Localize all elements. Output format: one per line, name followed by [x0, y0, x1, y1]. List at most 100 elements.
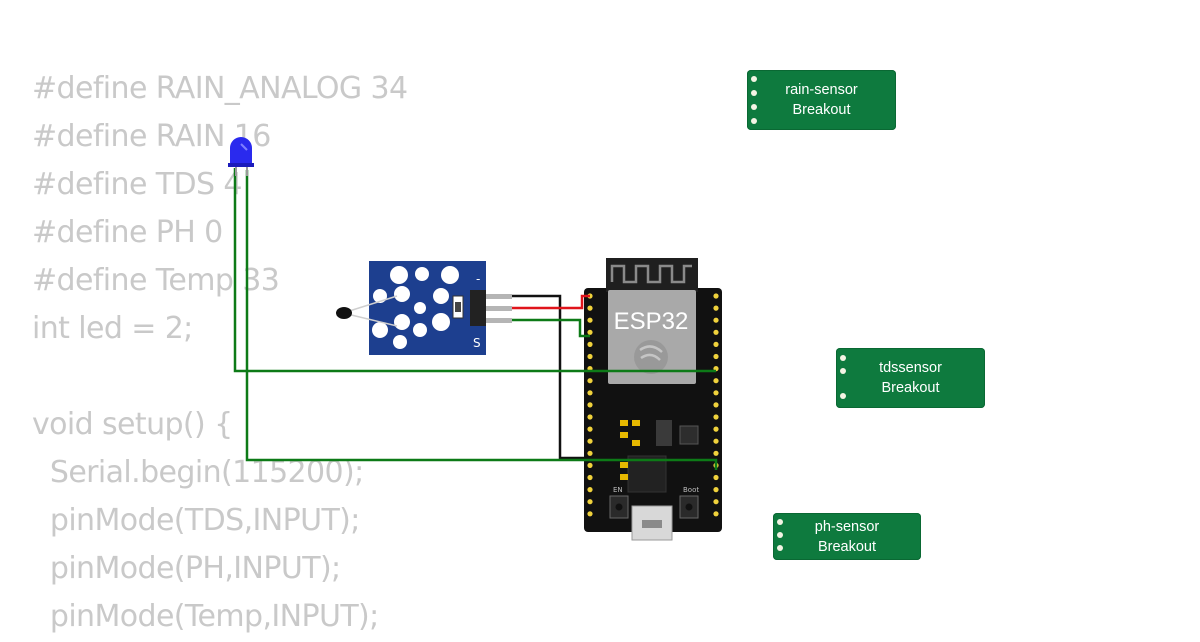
esp32-pin[interactable]: [587, 450, 593, 456]
wire-green-led-anode[interactable]: [245, 170, 718, 470]
esp32-pin[interactable]: [713, 317, 719, 323]
breakout-pin[interactable]: [751, 76, 757, 82]
smd-part: [620, 420, 628, 426]
esp32-board[interactable]: ESP32 EN Boot: [584, 258, 722, 541]
mount-hole: [394, 286, 410, 302]
esp32-pin[interactable]: [713, 474, 719, 481]
ic-small: [679, 425, 699, 445]
esp32-pin[interactable]: [587, 329, 593, 335]
module-header: [470, 290, 486, 326]
esp32-pin[interactable]: [587, 474, 593, 481]
mount-hole: [414, 302, 426, 314]
mount-hole: [415, 267, 429, 281]
esp32-pin[interactable]: [713, 329, 719, 335]
breakout-name: rain-sensor: [785, 82, 858, 98]
usb-port: [642, 520, 662, 528]
code-line: pinMode(PH,INPUT);: [32, 551, 341, 586]
esp32-pin[interactable]: [713, 341, 719, 347]
esp32-pin[interactable]: [587, 414, 593, 420]
esp32-pin[interactable]: [587, 499, 593, 505]
esp32-pin[interactable]: [713, 499, 719, 505]
esp32-pin[interactable]: [713, 402, 719, 408]
code-line: #define PH 0: [32, 215, 223, 250]
temperature-sensor-module[interactable]: - S: [336, 261, 512, 355]
esp32-pin[interactable]: [713, 305, 719, 311]
esp32-pin[interactable]: [713, 511, 719, 517]
esp32-pin[interactable]: [587, 426, 593, 432]
rain-sensor-breakout[interactable]: rain-sensor Breakout: [747, 70, 896, 130]
breakout-name: ph-sensor: [814, 518, 880, 535]
breakout-pin[interactable]: [840, 393, 846, 399]
smd-part: [620, 474, 628, 480]
en-label: EN: [613, 486, 623, 494]
breakout-pin[interactable]: [751, 90, 757, 96]
esp32-pin[interactable]: [713, 293, 719, 299]
led-highlight: [240, 143, 248, 151]
breakout-pin[interactable]: [840, 368, 846, 374]
code-line: void setup() {: [32, 407, 233, 442]
mount-hole: [390, 266, 408, 284]
logo-swirl: [639, 345, 663, 361]
smd-part: [632, 420, 640, 426]
breakout-name: tdssensor: [879, 360, 942, 376]
breakout-pin[interactable]: [840, 355, 846, 361]
esp32-pin[interactable]: [713, 353, 719, 360]
header-pin[interactable]: [486, 306, 512, 311]
esp32-pin[interactable]: [587, 305, 593, 311]
esp32-pin[interactable]: [587, 462, 593, 468]
espressif-logo-icon: [634, 340, 668, 374]
esp32-right-header[interactable]: [713, 293, 719, 517]
mount-hole: [433, 288, 449, 304]
esp32-pin[interactable]: [587, 341, 593, 347]
wire-black[interactable]: [512, 294, 590, 460]
breakout-pin[interactable]: [751, 118, 757, 124]
resistor-body: [455, 302, 461, 312]
wire-green-signal[interactable]: [512, 318, 590, 338]
esp32-pin[interactable]: [713, 378, 719, 384]
code-listing: #define RAIN_ANALOG 34 #define RAIN 16 #…: [32, 66, 408, 642]
antenna-trace: [610, 264, 692, 284]
esp32-pin[interactable]: [713, 426, 719, 432]
tds-sensor-breakout[interactable]: tdssensor Breakout: [836, 348, 985, 408]
header-pin[interactable]: [486, 294, 512, 299]
esp32-pin[interactable]: [587, 317, 593, 323]
esp32-pin[interactable]: [713, 414, 719, 420]
esp32-pin[interactable]: [587, 438, 593, 444]
mount-hole: [441, 266, 459, 284]
blue-led[interactable]: [228, 137, 254, 176]
esp32-pin[interactable]: [587, 402, 593, 408]
breakout-type: Breakout: [792, 102, 851, 118]
ph-sensor-breakout[interactable]: ph-sensor Breakout: [773, 513, 921, 560]
esp32-pin[interactable]: [713, 438, 719, 444]
breakout-pin[interactable]: [777, 545, 783, 551]
esp32-pin[interactable]: [587, 353, 593, 360]
esp32-pin[interactable]: [713, 487, 719, 493]
code-line: #define Temp 33: [32, 263, 280, 298]
usb-chip: [627, 455, 667, 493]
en-button-cap: [615, 503, 623, 511]
wire-green-led-cathode[interactable]: [233, 168, 716, 373]
signal-label: S: [473, 336, 481, 350]
minus-label: -: [476, 272, 480, 286]
boot-label: Boot: [683, 486, 699, 494]
esp32-pin[interactable]: [587, 390, 593, 396]
code-line: int led = 2;: [32, 311, 193, 346]
breakout-pin[interactable]: [777, 519, 783, 525]
wire-red[interactable]: [512, 294, 590, 310]
header-pin[interactable]: [486, 318, 512, 323]
wires: [233, 168, 718, 470]
mount-hole: [394, 314, 410, 330]
smd-part: [620, 462, 628, 468]
esp32-pin[interactable]: [587, 511, 593, 517]
esp32-left-header[interactable]: [587, 293, 593, 517]
breakout-pin[interactable]: [751, 104, 757, 110]
breakout-type: Breakout: [817, 538, 877, 555]
esp32-pin[interactable]: [587, 487, 593, 493]
esp32-pin[interactable]: [713, 450, 719, 456]
esp32-pin[interactable]: [587, 378, 593, 384]
thermistor-icon: [336, 307, 352, 319]
led-rim: [228, 163, 254, 167]
breakout-pin[interactable]: [777, 532, 783, 538]
esp32-pin[interactable]: [713, 390, 719, 396]
